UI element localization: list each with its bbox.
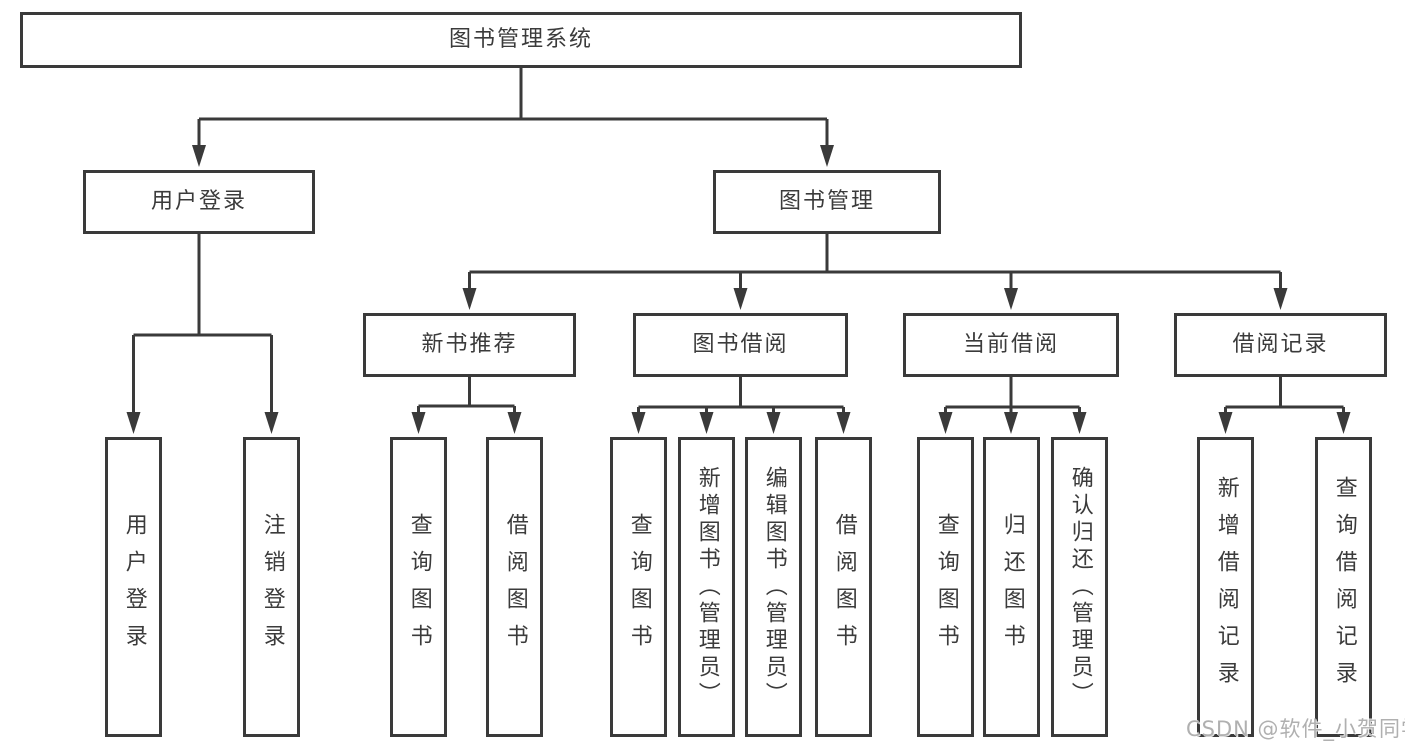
line-root-to-children [197,68,829,147]
node-query-books-rec: 查询图书 [390,437,447,737]
arrowhead-to-borrow-books-rec [507,412,522,434]
arrowhead-to-add-borrow-records [1218,412,1233,434]
node-borrowing-records: 借阅记录 [1174,313,1387,377]
node-add-borrow-records: 新增借阅记录 [1197,437,1254,737]
line-new-book-rec-to-children [417,377,516,413]
arrowhead-to-query-books-borrow [631,412,646,434]
node-borrow-books-borrow: 借阅图书 [815,437,872,737]
csdn-watermark: CSDN @软件_小贺同学 [1186,717,1405,741]
node-confirm-return-admin: 确认归还（管理员） [1051,437,1108,737]
line-book-management-to-children [468,234,1282,289]
arrowhead-to-user-login [192,145,206,167]
arrowhead-to-add-books-admin [699,412,714,434]
node-user-login-action: 用户登录 [105,437,162,737]
arrowhead-to-return-books [1004,412,1018,434]
arrowhead-to-query-borrow-records [1336,412,1351,434]
arrowhead-to-current-borrowing [1004,288,1018,310]
line-user-login-to-children [132,234,273,413]
arrowhead-to-book-management [820,145,834,167]
connector-arrowheads [126,145,1351,434]
line-current-borrowing-to-children [944,377,1081,413]
connector-lines [132,68,1345,413]
arrowhead-to-confirm-return-admin [1072,412,1087,434]
arrowhead-to-query-books-current [938,412,953,434]
node-query-books-current: 查询图书 [917,437,974,737]
arrowhead-to-user-login-action [126,412,141,434]
node-book-borrowing: 图书借阅 [633,313,848,377]
node-new-book-recommendation: 新书推荐 [363,313,576,377]
node-current-borrowing: 当前借阅 [903,313,1119,377]
line-book-borrowing-to-children [637,377,845,413]
node-edit-books-admin: 编辑图书（管理员） [745,437,802,737]
arrowhead-to-borrowing-records [1273,288,1288,310]
node-return-books: 归还图书 [983,437,1040,737]
node-book-management: 图书管理 [713,170,941,234]
arrowhead-to-query-books-rec [411,412,426,434]
arrowhead-to-logout-action [264,412,279,434]
arrowhead-to-new-book-rec [462,288,477,310]
arrowhead-to-borrow-books-borrow [836,412,851,434]
node-query-borrow-records: 查询借阅记录 [1315,437,1372,737]
node-borrow-books-rec: 借阅图书 [486,437,543,737]
node-logout-action: 注销登录 [243,437,300,737]
node-query-books-borrow: 查询图书 [610,437,667,737]
arrowhead-to-book-borrowing [733,288,748,310]
line-borrowing-records-to-children [1224,377,1345,413]
arrowhead-to-edit-books-admin [766,412,781,434]
node-user-login: 用户登录 [83,170,315,234]
node-add-books-admin: 新增图书（管理员） [678,437,735,737]
node-library-management-system: 图书管理系统 [20,12,1022,68]
